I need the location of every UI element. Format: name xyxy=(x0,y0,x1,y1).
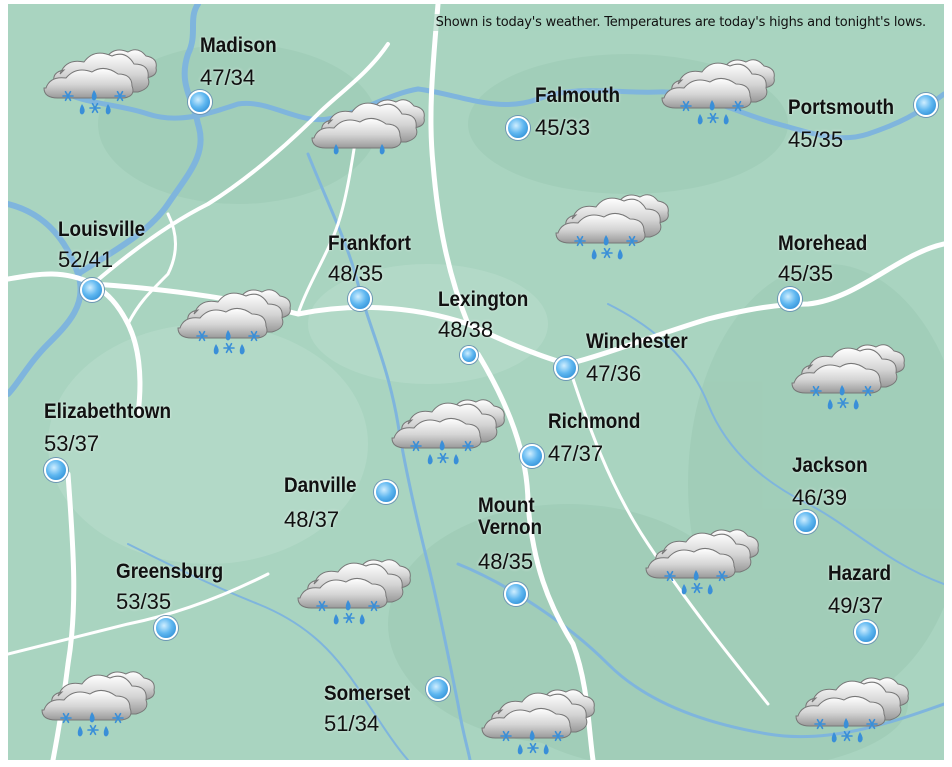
city-marker-falmouth[interactable] xyxy=(506,116,530,140)
map-caption: Shown is today's weather. Temperatures a… xyxy=(431,14,930,31)
temps-richmond: 47/37 xyxy=(548,441,604,466)
temps-morehead: 45/35 xyxy=(778,261,834,286)
city-marker-hazard[interactable] xyxy=(854,620,878,644)
temps-frankfort: 48/35 xyxy=(328,261,384,286)
city-name-elizabethtown: Elizabethtown xyxy=(44,400,172,423)
city-name-mount-vernon-line1: Mount xyxy=(478,494,535,517)
temps-louisville: 52/41 xyxy=(58,247,114,272)
city-marker-portsmouth[interactable] xyxy=(914,93,938,117)
city-marker-frankfort[interactable] xyxy=(348,287,372,311)
city-marker-lexington[interactable] xyxy=(460,346,478,364)
city-name-falmouth: Falmouth xyxy=(535,84,621,107)
temps-danville: 48/37 xyxy=(284,507,340,532)
city-marker-greensburg[interactable] xyxy=(154,616,178,640)
city-marker-elizabethtown[interactable] xyxy=(44,458,68,482)
city-name-frankfort: Frankfort xyxy=(328,232,411,255)
city-marker-madison[interactable] xyxy=(188,90,212,114)
city-name-greensburg: Greensburg xyxy=(116,560,224,583)
temps-jackson: 46/39 xyxy=(792,485,848,510)
city-marker-somerset[interactable] xyxy=(426,677,450,701)
temps-elizabethtown: 53/37 xyxy=(44,431,100,456)
city-name-lexington: Lexington xyxy=(438,288,529,311)
city-name-winchester: Winchester xyxy=(586,330,688,353)
temps-falmouth: 45/33 xyxy=(535,115,591,140)
city-marker-morehead[interactable] xyxy=(778,287,802,311)
temps-winchester: 47/36 xyxy=(586,361,642,386)
city-marker-louisville[interactable] xyxy=(80,278,104,302)
weather-icon-northeast-central xyxy=(555,194,669,260)
temps-portsmouth: 45/35 xyxy=(788,127,844,152)
terrain-background xyxy=(8,4,944,760)
temps-madison: 47/34 xyxy=(200,65,256,90)
city-marker-richmond[interactable] xyxy=(520,444,544,468)
city-marker-winchester[interactable] xyxy=(554,356,578,380)
temps-greensburg: 53/35 xyxy=(116,589,172,614)
city-name-madison: Madison xyxy=(200,34,277,57)
temps-lexington: 48/38 xyxy=(438,317,494,342)
weather-icon-central xyxy=(391,399,505,465)
temps-hazard: 49/37 xyxy=(828,593,884,618)
temps-somerset: 51/34 xyxy=(324,711,380,736)
weather-map: Shown is today's weather. Temperatures a… xyxy=(8,4,944,760)
city-name-danville: Danville xyxy=(284,474,357,497)
city-name-somerset: Somerset xyxy=(324,682,411,705)
city-name-louisville: Louisville xyxy=(58,218,146,241)
city-name-portsmouth: Portsmouth xyxy=(788,96,895,119)
city-name-jackson: Jackson xyxy=(792,454,868,477)
city-marker-jackson[interactable] xyxy=(794,510,818,534)
temps-mount-vernon: 48/35 xyxy=(478,549,534,574)
city-name-hazard: Hazard xyxy=(828,562,892,585)
city-name-morehead: Morehead xyxy=(778,232,868,255)
city-name-mount-vernon-line2: Vernon xyxy=(478,516,543,539)
city-name-richmond: Richmond xyxy=(548,410,641,433)
city-marker-danville[interactable] xyxy=(374,480,398,504)
city-marker-mount-vernon[interactable] xyxy=(504,582,528,606)
